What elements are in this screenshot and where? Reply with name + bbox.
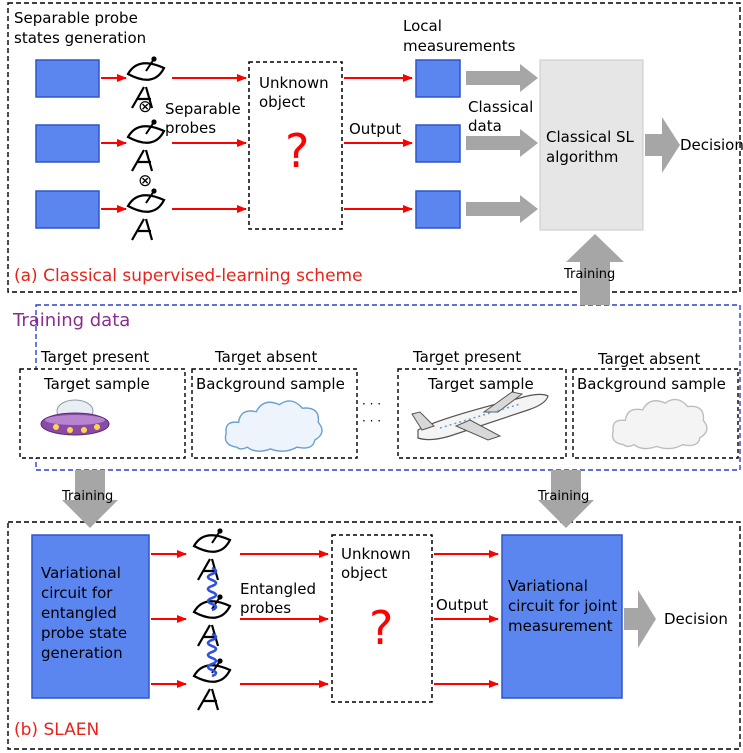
decision-label-b: Decision xyxy=(664,610,728,628)
output-label-a: Output xyxy=(349,120,402,138)
decision-label-a: Decision xyxy=(680,136,743,154)
sample-status-1: Target present xyxy=(41,348,150,366)
variational-meas-label: Variational circuit for joint measuremen… xyxy=(508,577,618,635)
caption-a-text: Classical supervised-learning scheme xyxy=(43,266,363,286)
sample-label-4: Background sample xyxy=(577,375,726,393)
question-mark-a: ? xyxy=(285,124,310,178)
probe-states-label: Separable probe states generation xyxy=(14,9,147,47)
separable-probes-label: Separable probes xyxy=(165,100,241,137)
question-mark-b: ? xyxy=(369,601,394,655)
caption-b-letter: (b) xyxy=(14,720,39,740)
output-label-b: Output xyxy=(436,596,489,614)
training-data-graphics xyxy=(19,368,739,528)
training-label-left: Training xyxy=(62,489,114,504)
ellipsis: · · · xyxy=(362,397,382,411)
tensor-product-icon: ⊗ xyxy=(138,171,153,191)
training-data-title: Training data xyxy=(13,310,131,331)
training-label-right: Training xyxy=(538,489,590,504)
sample-label-2: Background sample xyxy=(196,375,345,393)
sample-status-3: Target present xyxy=(413,348,522,366)
unknown-object-label-a: Unknown object xyxy=(259,74,329,111)
sample-status-2: Target absent xyxy=(215,348,318,366)
caption-a: (a) Classical supervised-learning scheme xyxy=(14,266,363,286)
training-label-a: Training xyxy=(564,267,616,282)
sample-status-4: Target absent xyxy=(598,350,701,368)
caption-a-letter: (a) xyxy=(14,266,38,286)
local-measurements-label: Local measurements xyxy=(403,17,516,55)
entangled-probes-label: Entangled probes xyxy=(240,580,317,617)
panel-b-graphics xyxy=(31,527,656,712)
caption-b: (b) SLAEN xyxy=(14,720,99,740)
variational-gen-label: Variational circuit for entangled probe … xyxy=(41,564,128,662)
classical-sl-label: Classical SL algorithm xyxy=(546,128,634,166)
airplane-icon xyxy=(411,391,549,441)
sample-label-1: Target sample xyxy=(44,375,150,393)
unknown-object-label-b: Unknown object xyxy=(341,545,411,582)
tensor-product-icon: ⊗ xyxy=(138,97,153,117)
caption-b-text: SLAEN xyxy=(43,720,100,740)
ellipsis: · · · xyxy=(362,414,382,428)
sample-label-3: Target sample xyxy=(428,375,534,393)
ufo-icon xyxy=(40,399,110,436)
classical-data-label: Classical data xyxy=(468,98,534,135)
panel-a-graphics xyxy=(35,55,680,305)
